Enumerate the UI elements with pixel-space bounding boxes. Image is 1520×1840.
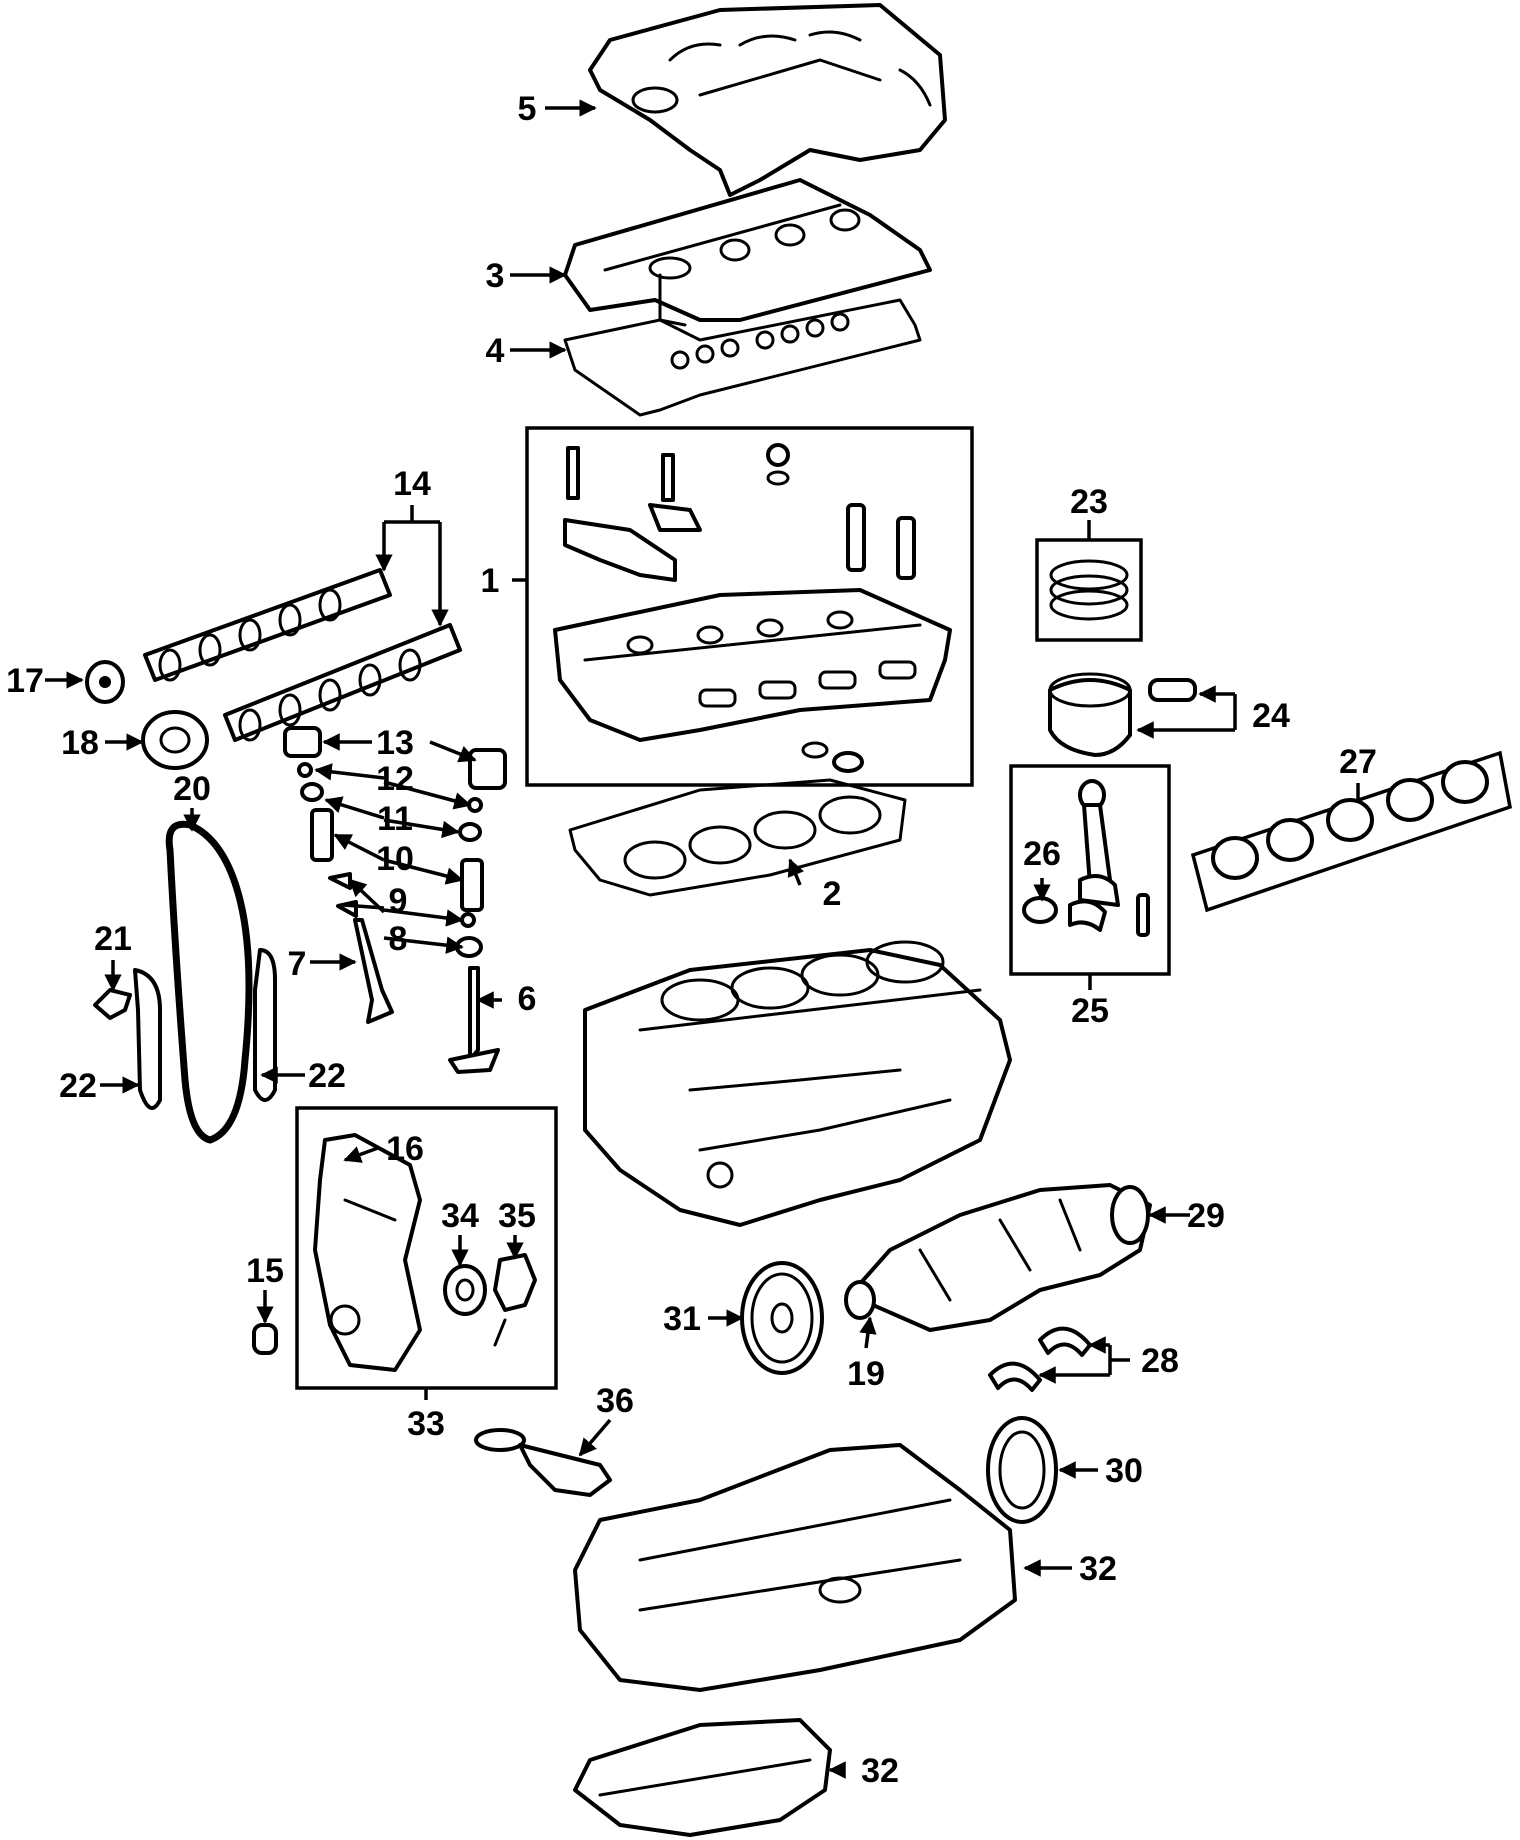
- oil-pan-upper-part[interactable]: [573, 1443, 1017, 1692]
- engine-block-part[interactable]: [583, 940, 1012, 1227]
- oil-pan-lower-part[interactable]: [573, 1718, 832, 1837]
- cam-sprocket-part[interactable]: [85, 660, 125, 704]
- callout-22-left: 22: [59, 1067, 97, 1105]
- callout-26: 26: [1023, 835, 1061, 873]
- callout-31: 31: [663, 1300, 701, 1338]
- callout-6: 6: [518, 980, 537, 1018]
- timing-chain-part[interactable]: [165, 820, 253, 1144]
- callout-34: 34: [441, 1197, 479, 1235]
- callout-1: 1: [481, 562, 500, 600]
- callout-35: 35: [498, 1197, 536, 1235]
- piston-rings-group[interactable]: [1035, 538, 1143, 642]
- callout-8: 8: [389, 920, 408, 958]
- callout-28: 28: [1141, 1342, 1179, 1380]
- main-bearings-group[interactable]: [1190, 750, 1512, 913]
- callout-33: 33: [407, 1405, 445, 1443]
- callout-10: 10: [376, 840, 414, 878]
- callout-32-upper: 32: [1079, 1550, 1117, 1588]
- callout-27: 27: [1339, 743, 1377, 781]
- callout-9: 9: [389, 882, 408, 920]
- callout-14: 14: [393, 465, 431, 503]
- oil-pressure-switch-part[interactable]: [252, 1323, 278, 1355]
- callout-7: 7: [288, 945, 307, 983]
- crank-pulley-part[interactable]: [740, 1261, 824, 1375]
- callout-20: 20: [173, 770, 211, 808]
- piston-part[interactable]: [1048, 672, 1197, 757]
- callout-11: 11: [377, 800, 413, 838]
- head-gasket-part[interactable]: [568, 778, 907, 897]
- oil-pickup-part[interactable]: [474, 1428, 612, 1497]
- callout-32-lower: 32: [861, 1752, 899, 1790]
- callout-12: 12: [376, 760, 414, 798]
- rear-main-seal-part[interactable]: [986, 1416, 1058, 1524]
- callout-24: 24: [1252, 697, 1290, 735]
- callout-16: 16: [386, 1130, 424, 1168]
- callout-4: 4: [486, 332, 505, 370]
- callout-23: 23: [1070, 483, 1108, 521]
- callout-17: 17: [6, 662, 44, 700]
- callout-19: 19: [847, 1355, 885, 1393]
- crankshaft-part[interactable]: [844, 1183, 1152, 1332]
- engine-cover-part[interactable]: [588, 3, 947, 197]
- callout-3: 3: [486, 257, 505, 295]
- leader-lines: [45, 99, 1360, 1779]
- callout-2: 2: [823, 875, 842, 913]
- callout-21: 21: [94, 920, 132, 958]
- thrust-washer-part[interactable]: [988, 1326, 1092, 1392]
- callout-30: 30: [1105, 1452, 1143, 1490]
- callout-22-right: 22: [308, 1057, 346, 1095]
- callout-13: 13: [376, 724, 414, 762]
- valve-train-parts[interactable]: [283, 726, 507, 1074]
- callout-labels: 5 3 4 1 14 23 17 24 18 13 12 11 10 9 8 7…: [6, 90, 1377, 1790]
- timing-cover-group[interactable]: [295, 1106, 558, 1390]
- callout-29: 29: [1187, 1197, 1225, 1235]
- cylinder-head-group[interactable]: [525, 426, 974, 787]
- connecting-rod-group[interactable]: [1009, 764, 1171, 976]
- valve-cover-part[interactable]: [563, 178, 932, 327]
- callout-36: 36: [596, 1382, 634, 1420]
- callout-25: 25: [1071, 992, 1109, 1030]
- callout-18: 18: [61, 724, 99, 762]
- camshaft-part[interactable]: [143, 568, 462, 742]
- chain-tensioner-part[interactable]: [93, 948, 277, 1110]
- callout-15: 15: [246, 1252, 284, 1290]
- vvt-gear-part[interactable]: [141, 710, 209, 770]
- callout-5: 5: [518, 90, 537, 128]
- valve-cover-gasket-part[interactable]: [563, 298, 922, 417]
